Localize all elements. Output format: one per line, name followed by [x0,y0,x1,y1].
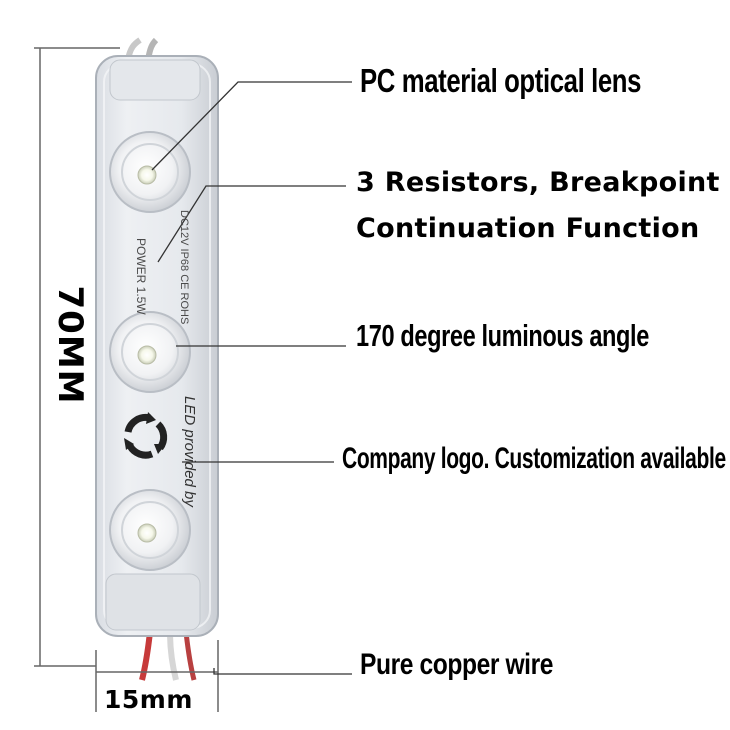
height-dimension-line [34,47,120,667]
callout-logo: Company logo. Customization available [342,442,726,475]
width-dimension-label: 15mm [104,685,193,714]
width-dimension-line [95,640,219,712]
callout-resistors: 3 Resistors, Breakpoint Continuation Fun… [356,160,720,252]
callout-angle: 170 degree luminous angle [356,318,649,353]
copper-wire-bottom [139,631,197,681]
callout-lens: PC material optical lens [360,62,642,99]
lens-2 [109,311,191,393]
lens-3 [109,489,191,571]
callout-wire: Pure copper wire [360,648,554,681]
company-logo-icon [124,412,168,459]
module-power-print: POWER 1.5W [134,238,148,315]
callout-leaders [151,81,352,675]
module-spec-print: DC12V IP68 CE ROHS [178,210,190,325]
callout-resistors-line2: Continuation Function [356,213,700,244]
module-provided-print: LED provided by [181,396,198,507]
callout-resistors-line1: 3 Resistors, Breakpoint [356,167,720,198]
length-dimension-label: 70MM [50,285,90,405]
